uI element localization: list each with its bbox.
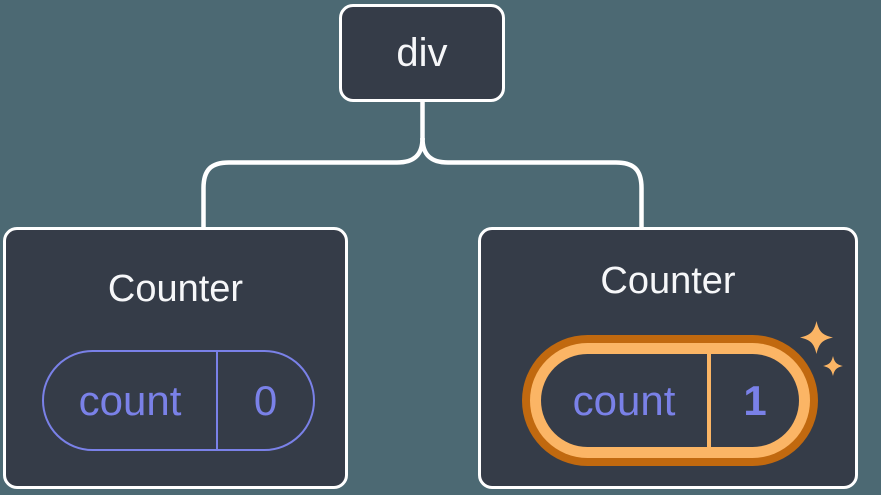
tree-node-div: div [339,4,505,102]
tree-node-counter-left: Counter count 0 [3,227,348,489]
state-pill-left: count 0 [42,350,315,451]
state-key-label: count [78,376,182,424]
sparkle-icon-large [800,321,833,354]
sparkle-icon-small [823,356,843,376]
pill-divider [216,352,218,449]
pill-divider [707,354,711,447]
connector-branch-left [201,137,425,227]
counter-right-title: Counter [600,260,736,302]
counter-left-title: Counter [107,267,244,310]
state-value: 0 [253,376,278,424]
state-pill-highlight-ring: count 1 [522,335,818,466]
state-pill-highlight-ring-inner: count 1 [530,343,810,458]
tree-node-counter-right: Counter count 1 [478,227,858,489]
state-value: 1 [743,376,767,424]
state-key-label: count [572,376,676,424]
state-pill-right: count 1 [541,354,799,447]
div-node-label: div [396,31,448,75]
connector-branch-right [420,137,644,227]
